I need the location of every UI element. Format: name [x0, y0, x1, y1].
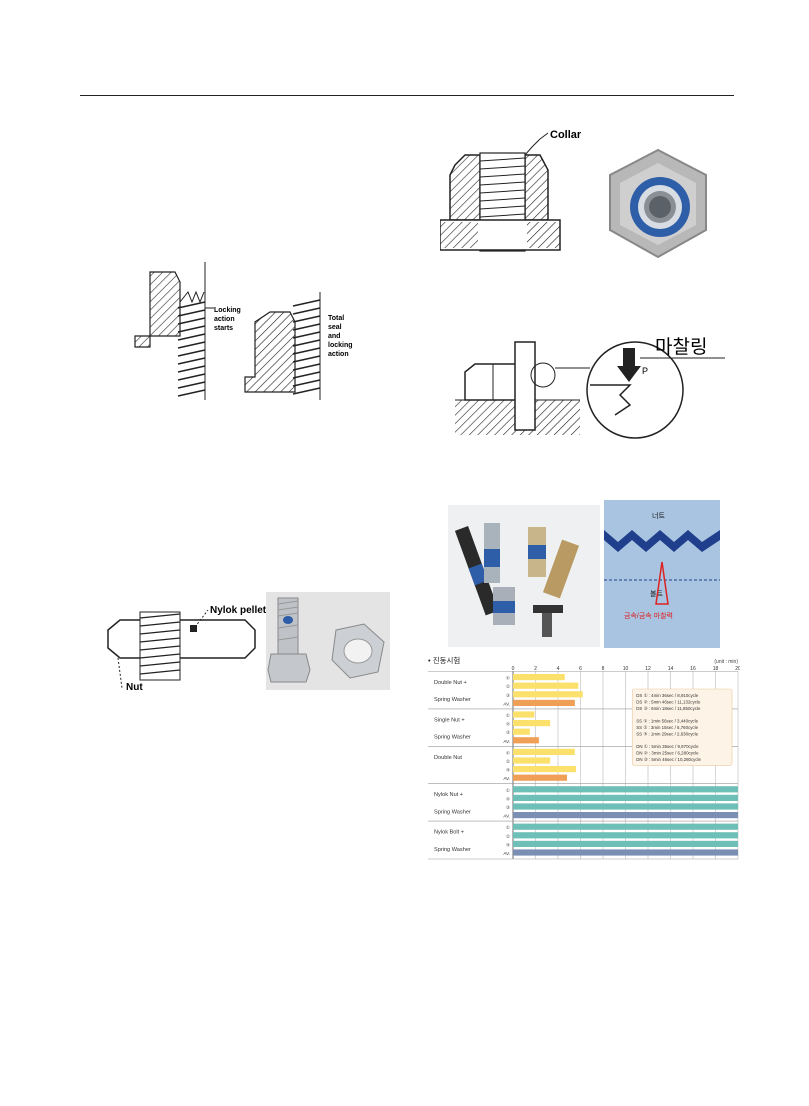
bar — [513, 674, 565, 681]
bar — [513, 748, 575, 755]
bar — [513, 786, 738, 793]
collar-label: Collar — [550, 129, 582, 141]
bar — [513, 849, 738, 856]
x-tick-label: 14 — [668, 666, 674, 672]
annotation-line: SS ① : 1min 56sec / 3,440cycle — [636, 719, 698, 724]
bar — [513, 840, 738, 847]
group-label: Spring Washer — [434, 697, 471, 703]
group-label: Single Nut + — [434, 717, 465, 723]
group-label: Spring Washer — [434, 847, 471, 853]
bar — [513, 757, 551, 764]
nylok-bolt-photo — [266, 592, 390, 690]
annotation-line: DN ① : 5min 36sec / 9,970cycle — [636, 744, 699, 749]
bar — [513, 812, 738, 819]
row-label: ② — [506, 834, 511, 839]
chart-unit: (unit : min) — [714, 659, 738, 665]
x-tick-label: 16 — [690, 666, 696, 672]
row-label: ② — [506, 796, 511, 801]
x-tick-label: 0 — [512, 666, 515, 672]
row-label: AV. — [503, 739, 510, 744]
bar — [513, 691, 583, 698]
row-label: ③ — [506, 693, 511, 698]
x-tick-label: 8 — [602, 666, 605, 672]
bar — [513, 728, 530, 735]
nylok-bolts-photo — [448, 505, 600, 647]
x-tick-label: 20 — [735, 666, 740, 672]
row-label: ② — [506, 722, 511, 727]
bar — [513, 711, 535, 718]
annotation-line: DN ③ : 5min 46sec / 10,280cycle — [636, 757, 701, 762]
group-label: Double Nut — [434, 755, 462, 761]
row-label: ① — [506, 713, 511, 718]
row-label: ② — [506, 684, 511, 689]
group-label: Spring Washer — [434, 809, 471, 815]
annotation-line: DS ③ : 6min 18sec / 11,850cycle — [636, 706, 701, 711]
collar-nut-diagram: Collar — [440, 129, 582, 252]
group-label: Nylok Bolt + — [434, 830, 464, 836]
annotation-line: DS ① : 4min 36sec / 8,910cycle — [636, 693, 699, 698]
x-tick-label: 4 — [557, 666, 560, 672]
row-label: ③ — [506, 730, 511, 735]
thread-cross-section: 너트 볼트 금속/금속 마찰력 — [604, 500, 720, 648]
nylok-pellet-diagram: Nylok pellet Nut — [107, 605, 267, 693]
row-label: AV. — [503, 776, 510, 781]
x-tick-label: 18 — [713, 666, 719, 672]
bar — [513, 803, 738, 810]
bar — [513, 774, 567, 781]
pitch-label: P — [642, 366, 648, 376]
friction-ring-label: 마찰링 — [655, 336, 707, 358]
bar — [513, 699, 575, 706]
bar — [513, 766, 576, 773]
chart-title: • 진동시험 — [428, 655, 460, 665]
row-label: ① — [506, 825, 511, 830]
row-label: ③ — [506, 768, 511, 773]
row-label: ③ — [506, 805, 511, 810]
x-tick-label: 12 — [645, 666, 651, 672]
friction-ring-diagram: P 마찰링 — [455, 336, 725, 439]
bar — [513, 794, 738, 801]
nut-korean-label: 너트 — [652, 511, 665, 520]
bar — [513, 682, 579, 689]
row-label: ① — [506, 676, 511, 681]
row-label: ② — [506, 759, 511, 764]
bolt-korean-label: 볼트 — [650, 589, 663, 598]
header-rule — [80, 95, 734, 96]
row-label: ③ — [506, 842, 511, 847]
annotation-line: SS ③ : 1min 29sec / 2,630cycle — [636, 731, 698, 736]
annotation-box — [631, 688, 733, 766]
x-tick-label: 10 — [623, 666, 629, 672]
group-label: Spring Washer — [434, 735, 471, 741]
bar — [513, 823, 738, 830]
group-label: Nylok Nut + — [434, 792, 463, 798]
row-label: AV. — [503, 814, 510, 819]
annotation-line: DS ② : 5min 46sec / 11,132cycle — [636, 699, 701, 704]
metal-friction-label: 금속/금속 마찰력 — [624, 611, 673, 620]
row-label: AV. — [503, 701, 510, 706]
group-label: Double Nut + — [434, 680, 467, 686]
nylok-pellet-label: Nylok pellet — [210, 605, 267, 616]
nylon-insert-nut-photo — [609, 148, 707, 259]
nut-label: Nut — [126, 682, 143, 693]
annotation-line: SS ② : 3min 15sec / 5,760cycle — [636, 725, 698, 730]
bar — [513, 737, 539, 744]
x-tick-label: 6 — [579, 666, 582, 672]
row-label: AV. — [503, 851, 510, 856]
bar — [513, 720, 551, 727]
row-label: ① — [506, 788, 511, 793]
row-label: ① — [506, 750, 511, 755]
bar — [513, 832, 738, 839]
annotation-line: DN ② : 3min 25sec / 6,280cycle — [636, 751, 699, 756]
x-tick-label: 2 — [534, 666, 537, 672]
